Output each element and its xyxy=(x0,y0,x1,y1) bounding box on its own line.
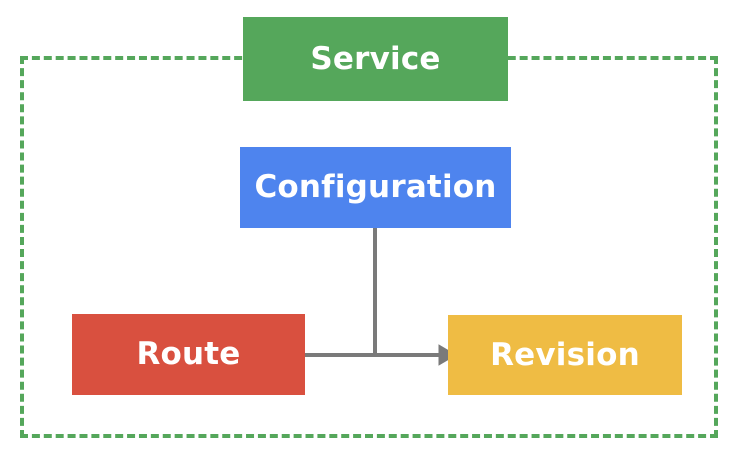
node-configuration[interactable]: Configuration xyxy=(240,147,511,228)
node-revision[interactable]: Revision xyxy=(448,315,682,395)
node-revision-label: Revision xyxy=(490,336,640,373)
node-service-label: Service xyxy=(310,40,441,77)
node-service[interactable]: Service xyxy=(243,17,508,101)
node-route[interactable]: Route xyxy=(72,314,305,395)
node-configuration-label: Configuration xyxy=(254,169,497,205)
node-route-label: Route xyxy=(136,336,241,372)
